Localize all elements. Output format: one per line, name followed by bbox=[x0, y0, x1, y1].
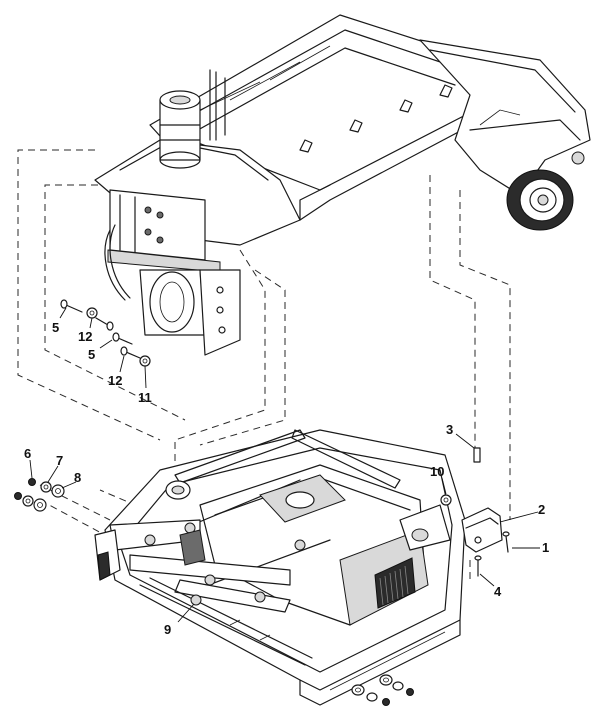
callout-4: 4 bbox=[494, 584, 502, 599]
callout-leaders bbox=[29, 307, 540, 623]
callout-12-upper: 12 bbox=[78, 329, 92, 344]
callout-3: 3 bbox=[446, 422, 453, 437]
callout-8: 8 bbox=[74, 470, 81, 485]
lower-base-assembly bbox=[94, 429, 466, 706]
callout-10: 10 bbox=[430, 464, 444, 479]
callout-5-lower: 5 bbox=[88, 347, 95, 362]
upper-fasteners bbox=[60, 299, 151, 367]
callout-5-upper: 5 bbox=[52, 320, 59, 335]
callout-7: 7 bbox=[56, 453, 63, 468]
lower-fasteners bbox=[14, 447, 510, 706]
callout-6: 6 bbox=[24, 446, 31, 461]
callout-12-lower: 12 bbox=[108, 373, 122, 388]
motor-assembly bbox=[94, 69, 301, 356]
callout-1: 1 bbox=[542, 540, 549, 555]
callout-11: 11 bbox=[138, 390, 152, 405]
vent-grille bbox=[374, 557, 416, 609]
callout-labels: 5 12 5 12 11 6 7 8 9 10 3 2 1 4 bbox=[24, 320, 549, 637]
callout-2: 2 bbox=[538, 502, 545, 517]
callout-9: 9 bbox=[164, 622, 171, 637]
